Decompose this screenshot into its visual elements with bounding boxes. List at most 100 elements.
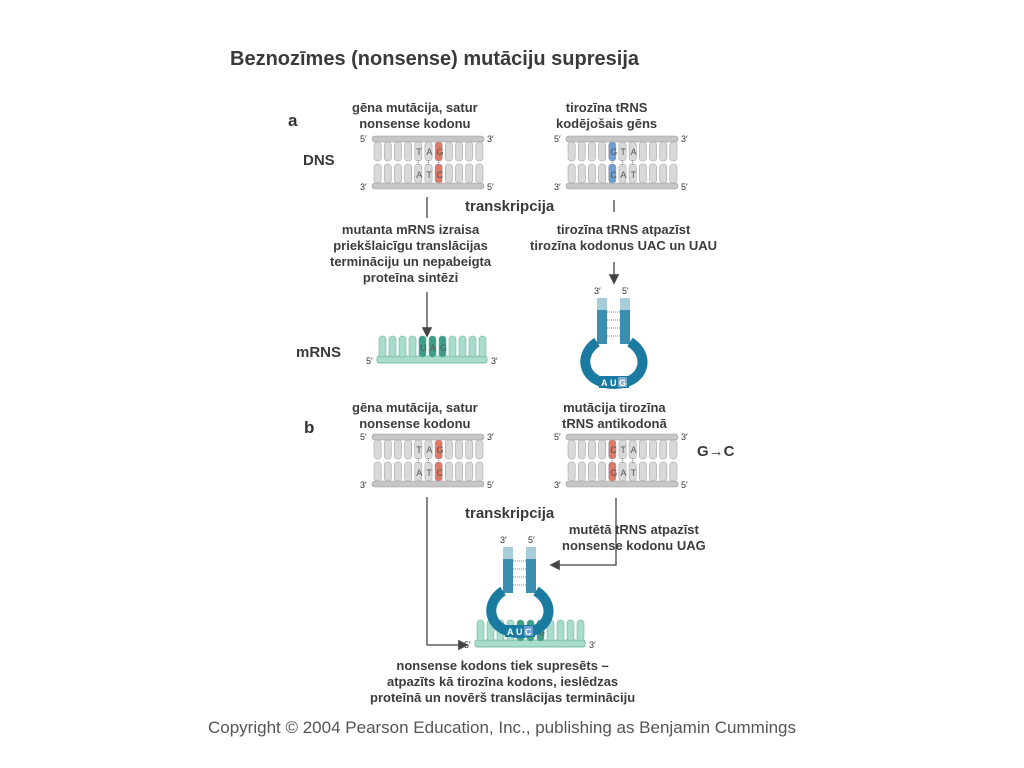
dna-a-right-top-base [567, 141, 576, 162]
trna-a-3-end: 3′ [594, 286, 601, 296]
copyright-notice: Copyright © 2004 Pearson Education, Inc.… [208, 718, 797, 737]
mrna-a-5-end: 5′ [366, 356, 373, 366]
mutation-note: G→C [697, 443, 735, 460]
dna-a-right-bottom-nt: C [610, 170, 617, 180]
a-right-gene-label: tirozīna tRNS kodējošais gēns [556, 100, 658, 131]
b-left-gene-label: gēna mutācija, satur nonsense kodonu [352, 400, 478, 431]
dna-a-left-top-base [383, 141, 392, 162]
dna-a-left-bottom-base [455, 163, 463, 184]
dna-b-left-top-5-end: 5′ [360, 432, 367, 442]
dna-a-left-top-5-end: 5′ [360, 134, 367, 144]
b-left-arrow [426, 497, 469, 651]
dna-b-left-bottom-base [445, 461, 453, 482]
dna-b-right-bottom-5-end: 5′ [681, 480, 688, 490]
mrna-a-base [388, 335, 397, 358]
dna-a-right-bottom-nt: A [620, 170, 626, 180]
dna-a-right-bottom-base [649, 163, 657, 184]
dna-b-left-bottom-nt: T [426, 468, 432, 478]
dna-a-left-top-base [455, 141, 463, 162]
trna-a-stem-3 [597, 298, 607, 344]
dna-a-left-top-base [465, 141, 474, 162]
dna-b-left-top-nt: T [416, 445, 422, 455]
mrna-b-base [556, 619, 565, 642]
dna-b-right-bottom-3-end: 3′ [554, 480, 561, 490]
mrna-b-3-end: 3′ [589, 640, 596, 650]
dna-b-left-bottom-nt: A [416, 468, 422, 478]
dna-b-left-bottom-3-end: 3′ [360, 480, 367, 490]
dna-b-right-top-backbone [565, 433, 679, 441]
dna-b-right-top-base [639, 439, 647, 460]
dna-a-left-bottom-base [465, 163, 474, 184]
trna-a-5-end: 5′ [622, 286, 629, 296]
dna-a-left-bottom-backbone [371, 182, 485, 190]
mrna-a-3-end: 3′ [491, 356, 498, 366]
dna-a-left-top-base [373, 141, 382, 162]
dna-b-right-bottom-base [588, 461, 596, 482]
dna-a-right-top-base [588, 141, 596, 162]
trna-a-fade [597, 298, 630, 310]
dna-a-left-bottom-nt: C [437, 170, 444, 180]
mrna-a-base [448, 335, 457, 358]
dna-a-left-bottom-nt: A [416, 170, 422, 180]
dna-a-right-bottom-base [669, 163, 678, 184]
dna-a-left-top-3-end: 3′ [487, 134, 494, 144]
mrna-a-base [458, 335, 467, 358]
dna-b-left-top-nt: G [437, 445, 444, 455]
b-transcription-label: transkripcija [465, 505, 555, 522]
b-right-arrow [549, 498, 617, 571]
dna-b-right-top-base [577, 439, 586, 460]
dna-a-left-top-base [404, 141, 412, 162]
dna-a-right-bottom-base [588, 163, 596, 184]
dna-a-left-top-nt: G [437, 147, 444, 157]
dna-a-left-bottom-base [475, 163, 484, 184]
dna-b-right-bottom-nt: T [631, 468, 637, 478]
dna-b-left-top-base [465, 439, 474, 460]
dna-b-left-bottom-base [404, 461, 412, 482]
dna-a-right-bottom-base [639, 163, 647, 184]
mrna-a-base [398, 335, 407, 358]
dna-b-left-bottom-base [455, 461, 463, 482]
dna-a-left-bottom-base [383, 163, 392, 184]
dna-b-right-top-nt: T [620, 445, 626, 455]
page-title: Beznozīmes (nonsense) mutāciju supresija [230, 48, 639, 70]
dna-a-right-bottom-base [598, 163, 606, 184]
dna-b-left-top-backbone [371, 433, 485, 441]
dna-b-left-top-3-end: 3′ [487, 432, 494, 442]
mrna-a-base [408, 335, 417, 358]
mrna-a-base [438, 335, 447, 358]
dna-b-right-bottom-base [659, 461, 668, 482]
dna-b-right-bottom-base [639, 461, 647, 482]
dna-b-right-top-nt: A [631, 445, 637, 455]
dna-b-left-bottom-base [383, 461, 392, 482]
dna-b-right-bottom-nt: G [610, 468, 617, 478]
dna-b-right-top-3-end: 3′ [681, 432, 688, 442]
trna-b-stem-3 [503, 547, 513, 593]
b-result-label: nonsense kodons tiek supresēts – atpazīt… [370, 658, 636, 705]
trna-b-anticodon-mark [524, 626, 533, 636]
dna-a-right-bottom-base [577, 163, 586, 184]
dna-b-left-top-base [404, 439, 412, 460]
mrna-b-base [576, 619, 585, 642]
a-left-gene-label: gēna mutācija, satur nonsense kodonu [352, 100, 478, 131]
dna-a-right-bottom-3-end: 3′ [554, 182, 561, 192]
dna-b-right-bottom-nt: A [620, 468, 626, 478]
panel-a-letter: a [288, 111, 298, 130]
dna-b-left-bottom-nt: C [437, 468, 444, 478]
mrna-b-base [476, 619, 485, 642]
dna-b-right-top-base [669, 439, 678, 460]
dna-b-right-bottom-base [669, 461, 678, 482]
mrna-a-base [378, 335, 387, 358]
dna-a-left-bottom-base [445, 163, 453, 184]
dna-a-right-top-base [598, 141, 606, 162]
dna-a-left-bottom-base [404, 163, 412, 184]
dna-b-left-bottom-base [465, 461, 474, 482]
a-right-effect-label: tirozīna tRNS atpazīst tirozīna kodonus … [530, 222, 718, 253]
dna-b-right-top-5-end: 5′ [554, 432, 561, 442]
dna-b-left-top-base [394, 439, 402, 460]
dna-a-left-top-base [445, 141, 453, 162]
